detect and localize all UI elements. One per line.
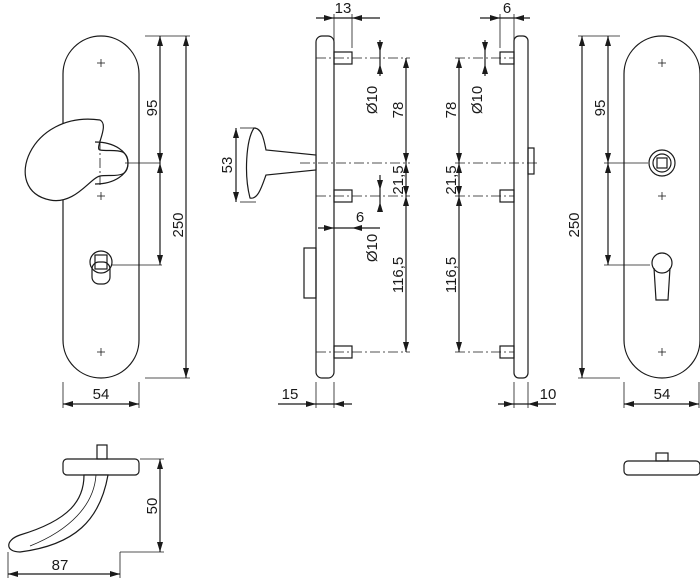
side-plate	[315, 35, 335, 379]
label-dia10-top: Ø10	[364, 86, 381, 114]
rear-tab	[527, 147, 535, 175]
label-dia10-rear: Ø10	[469, 86, 486, 114]
side-view	[233, 14, 410, 408]
escutcheon-plate-right	[623, 35, 700, 379]
rear-rose-top	[623, 460, 700, 476]
lever-spindle	[96, 444, 108, 460]
label-53: 53	[219, 157, 236, 174]
label-95-left: 95	[144, 100, 161, 117]
knob-outline	[24, 118, 129, 202]
label-250-left: 250	[170, 212, 187, 237]
spindle-rose-inner	[652, 153, 672, 173]
label-10: 10	[540, 386, 557, 403]
spindle-rose-outer	[648, 149, 676, 177]
top-view-lever	[7, 444, 700, 578]
lever-arm	[8, 474, 109, 553]
label-21-5-rear: 21,5	[443, 165, 460, 194]
screw-marks-right	[658, 59, 666, 356]
rear-plate	[513, 35, 529, 379]
dimension-labels: 95 250 54 13 53 Ø10 78 21,5 6 Ø10 116,5 …	[52, 0, 671, 574]
label-21-5-side: 21,5	[390, 165, 407, 194]
label-116-5-side: 116,5	[390, 257, 407, 293]
latch-tab	[303, 247, 317, 299]
rear-spindle-top	[655, 452, 669, 462]
label-dia10-mid: Ø10	[364, 234, 381, 262]
label-78-rear: 78	[443, 102, 460, 119]
keyhole-slot-right	[653, 267, 671, 301]
label-78-side: 78	[390, 102, 407, 119]
label-50: 50	[144, 498, 161, 515]
lever-rose	[62, 458, 140, 476]
label-6-side: 6	[356, 209, 364, 226]
label-87: 87	[52, 557, 69, 574]
keyhole-slot	[91, 261, 111, 285]
keyhole-top	[89, 250, 113, 274]
label-54-left: 54	[93, 386, 110, 403]
label-250-right: 250	[566, 212, 583, 237]
keyhole-top-right	[651, 252, 673, 274]
label-6-rear: 6	[503, 0, 511, 17]
knob-side	[245, 127, 317, 199]
label-15: 15	[282, 386, 299, 403]
escutcheon-plate-left	[62, 35, 140, 379]
rear-side-view	[455, 14, 556, 408]
label-13: 13	[335, 0, 352, 17]
lever-arm-inner	[29, 474, 97, 547]
screw-marks-left	[97, 59, 105, 356]
cylinder-core	[94, 254, 108, 270]
spindle-square	[656, 157, 668, 169]
label-95-right: 95	[592, 100, 609, 117]
front-view-right	[578, 35, 700, 408]
label-116-5-rear: 116,5	[443, 257, 460, 293]
label-54-right: 54	[654, 386, 671, 403]
front-view-left	[24, 35, 190, 408]
